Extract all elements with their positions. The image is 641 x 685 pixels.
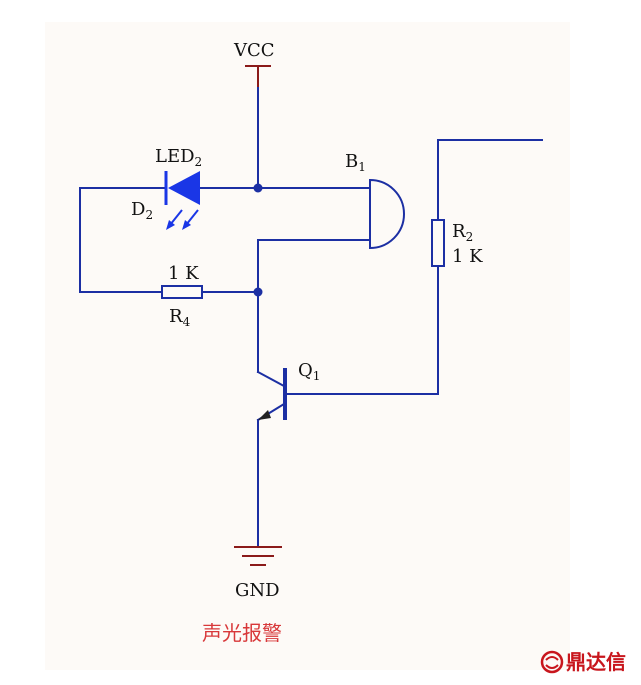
r4-label: R4 [169, 306, 191, 329]
r2-label: R2 [452, 221, 473, 244]
emitter-arrow [258, 410, 271, 420]
diagram-panel [45, 22, 570, 670]
resistor-r2 [431, 219, 445, 267]
transistor-base-bar [283, 368, 287, 420]
brand-logo-icon [540, 650, 564, 674]
d2-label: D2 [131, 199, 153, 222]
gnd-label: GND [235, 580, 280, 601]
resistor-r4 [161, 285, 203, 299]
buzzer-b1 [369, 178, 405, 250]
r4-value: 1 K [168, 263, 199, 284]
q1-label: Q1 [298, 360, 320, 383]
junction-dot-mid [253, 287, 263, 297]
buzzer-label: B1 [345, 151, 366, 174]
led-label: LED2 [155, 146, 202, 169]
led-icon [164, 171, 200, 230]
junction-dot-top [253, 183, 263, 193]
diagram-caption: 声光报警 [202, 621, 282, 645]
brand-watermark: 鼎达信 [566, 650, 626, 674]
vcc-label: VCC [233, 40, 275, 61]
r2-value: 1 K [452, 246, 483, 267]
ground-icon [234, 546, 282, 566]
transistor-collector [256, 370, 286, 388]
